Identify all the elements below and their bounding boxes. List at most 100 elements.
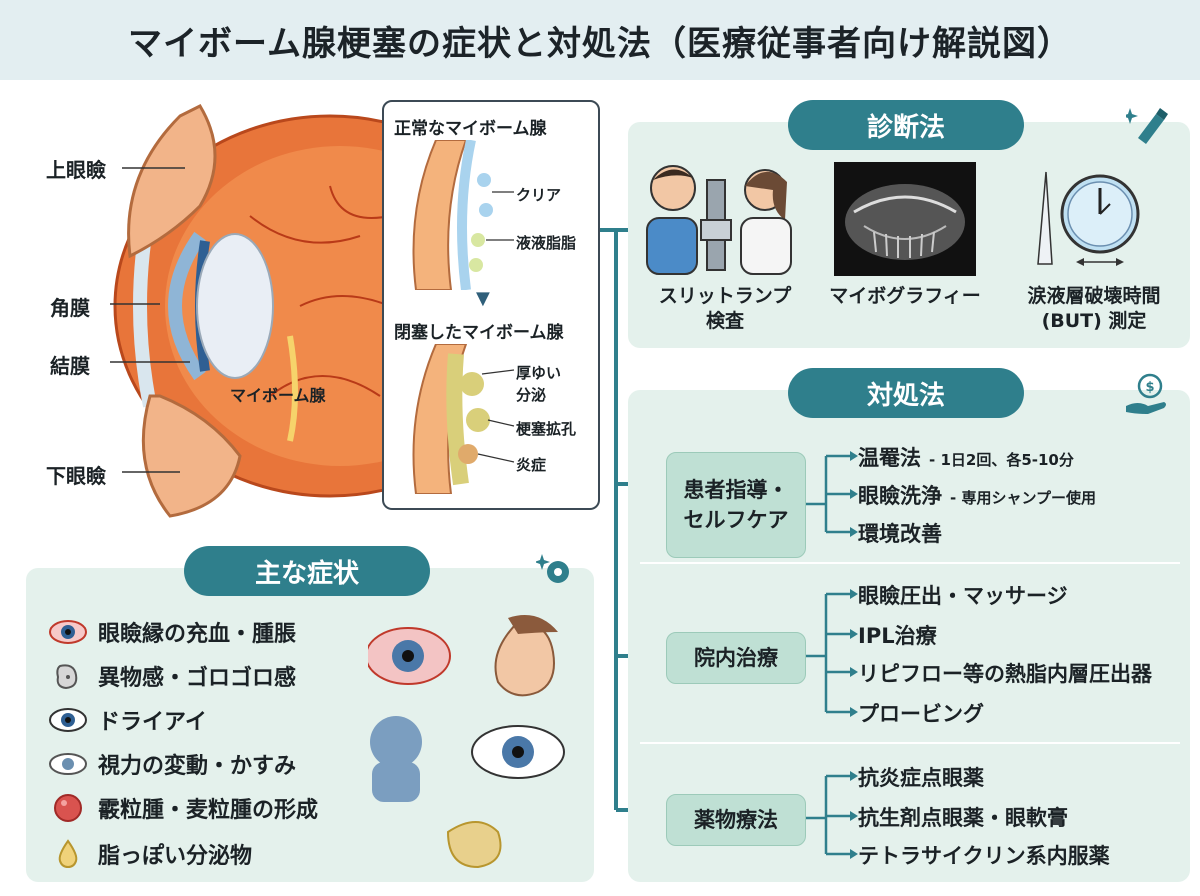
normal-acinus-4 — [469, 258, 483, 272]
eyeball-inner — [165, 146, 390, 466]
label-meibomian: マイボーム腺 — [230, 386, 326, 405]
treatment-item-lid-hygiene: 眼瞼洗浄 - 専用シャンプー使用 — [858, 480, 1096, 510]
normal-gland-illustration — [412, 140, 514, 290]
hand-coin-icon: $ — [1126, 373, 1166, 414]
treatment-item-lipiflow: リピフロー等の熱脂内層圧出器 — [858, 658, 1152, 688]
treatment-divider-2 — [640, 742, 1180, 744]
oily-drop-icon — [58, 839, 78, 869]
item-text: リピフロー等の熱脂内層圧出器 — [858, 662, 1152, 686]
treatment-heading: 対処法 — [788, 368, 1024, 418]
item-note: - 1日2回、各5-10分 — [929, 451, 1074, 469]
diagnosis-label-1-line2: 検査 — [705, 309, 744, 332]
blur-figure-illustration — [370, 716, 422, 768]
blurred-vision-icon — [49, 753, 87, 775]
oily-secretion-illustration — [446, 821, 502, 869]
inset-blocked-title: 閉塞したマイボーム腺 — [394, 323, 564, 343]
lens-shape — [196, 233, 274, 379]
diagnosis-label-3-line1: 涙液層破壊時間 — [1027, 285, 1161, 307]
label-upper-lid: 上眼瞼 — [46, 158, 106, 182]
eye-anatomy-illustration — [110, 104, 390, 518]
face-profile-illustration — [494, 620, 555, 697]
leader-inflammation — [477, 453, 515, 463]
category-in-clinic-line1: 院内治療 — [694, 645, 778, 670]
inset-label-dilated: 梗塞拡孔 — [516, 420, 577, 438]
symptom-item-5: 霰粒腫・麦粒腫の形成 — [48, 790, 318, 826]
treatment-item-warm-compress: 温罨法 - 1日2回、各5-10分 — [858, 442, 1074, 472]
category-medication: 薬物療法 — [666, 794, 806, 846]
treatment-item-antibiotic: 抗生剤点眼薬・眼軟膏 — [858, 802, 1068, 832]
symptom-label-6: 脂っぽい分泌物 — [98, 844, 253, 869]
inset-label-inflammation: 炎症 — [516, 456, 547, 474]
leader-thick — [481, 369, 515, 375]
timer-icon — [1037, 171, 1140, 266]
page-header: マイボーム腺梗塞の症状と対処法（医療従事者向け解説図） — [0, 0, 1200, 80]
symptom-item-3: ドライアイ — [48, 702, 207, 738]
meibomian-gland-shape — [287, 335, 298, 442]
symptom-illustrations — [368, 615, 565, 869]
symptom-label-2: 異物感・ゴロゴロ感 — [98, 666, 297, 691]
branch-connectors — [806, 451, 858, 859]
symptom-label-4: 視力の変動・かすみ — [98, 754, 297, 779]
diagnosis-label-2-line1: マイボグラフィー — [829, 285, 981, 307]
symptom-label-1: 眼瞼縁の充血・腫脹 — [98, 622, 297, 647]
blood-vessels — [249, 185, 390, 397]
blocked-gland-illustration — [412, 344, 515, 494]
lid-tissue — [412, 140, 468, 290]
diagnosis-label-1: スリットランプ 検査 — [640, 284, 810, 333]
foreign-body-icon — [56, 664, 78, 690]
item-text: 環境改善 — [858, 522, 942, 546]
item-text: 抗生剤点眼薬・眼軟膏 — [858, 806, 1068, 830]
cornea-shape — [168, 231, 206, 381]
inset-arrow-icon: ▼ — [476, 288, 490, 309]
treatment-item-tetracycline: テトラサイクリン系内服薬 — [858, 840, 1110, 870]
label-lower-lid: 下眼瞼 — [46, 464, 106, 488]
symptom-item-4: 視力の変動・かすみ — [48, 746, 296, 782]
inset-label-clear: クリア — [516, 186, 562, 204]
chalazion-icon — [54, 794, 82, 822]
symptoms-panel — [26, 568, 594, 882]
treatment-item-anti-inflammatory: 抗炎症点眼薬 — [858, 762, 984, 792]
pen-icon — [1126, 108, 1168, 144]
upper-lid-shape — [127, 104, 217, 259]
slit-lamp-icon — [646, 165, 792, 275]
diagnosis-heading: 診断法 — [788, 100, 1024, 150]
blocked-acinus-3 — [458, 444, 478, 464]
inset-label-secretion: 分泌 — [516, 386, 547, 404]
diagnosis-label-1-line1: スリットランプ — [658, 285, 792, 307]
inset-label-thick: 厚ゆい — [516, 364, 562, 382]
leader-dilated — [487, 419, 515, 427]
symptom-item-2: 異物感・ゴロゴロ感 — [48, 658, 296, 694]
symptom-item-6: 脂っぽい分泌物 — [48, 836, 252, 872]
label-cornea: 角膜 — [50, 296, 90, 320]
diagnosis-label-3-line2: (BUT) 測定 — [1041, 309, 1147, 332]
item-text: 温罨法 — [858, 446, 921, 470]
item-text: 眼瞼圧出・マッサージ — [858, 584, 1068, 608]
item-text: 眼瞼洗浄 — [858, 484, 942, 508]
blocked-duct — [446, 353, 469, 486]
category-medication-line1: 薬物療法 — [694, 807, 778, 832]
item-text: 抗炎症点眼薬 — [858, 766, 984, 790]
item-note: - 専用シャンプー使用 — [950, 489, 1096, 507]
diagnosis-label-2: マイボグラフィー — [812, 284, 998, 309]
sparkle-eye-icon — [536, 554, 569, 583]
treatment-item-environment: 環境改善 — [858, 518, 942, 548]
inset-label-lipid: 液液脂脂 — [516, 234, 577, 252]
normal-acinus-2 — [479, 203, 493, 217]
diagnosis-label-3: 涙液層破壊時間 (BUT) 測定 — [1004, 284, 1184, 333]
blocked-acinus-1 — [460, 372, 484, 396]
symptom-label-5: 霰粒腫・麦粒腫の形成 — [98, 798, 319, 823]
treatment-item-probing: プロービング — [858, 698, 984, 728]
item-text: テトラサイクリン系内服薬 — [858, 844, 1110, 868]
red-eye-icon — [49, 620, 87, 644]
category-in-clinic: 院内治療 — [666, 632, 806, 684]
treatment-item-expression: 眼瞼圧出・マッサージ — [858, 580, 1068, 610]
normal-acinus-3 — [471, 233, 485, 247]
dry-eye-icon — [49, 708, 87, 732]
symptoms-heading: 主な症状 — [184, 546, 430, 596]
svg-text:$: $ — [1145, 380, 1154, 395]
lower-lid-shape — [141, 394, 242, 518]
treatment-item-ipl: IPL治療 — [858, 620, 937, 650]
category-self-care-line2: セルフケア — [683, 508, 789, 532]
symptom-label-3: ドライアイ — [98, 710, 207, 735]
label-conjunctiva: 結膜 — [50, 354, 90, 378]
